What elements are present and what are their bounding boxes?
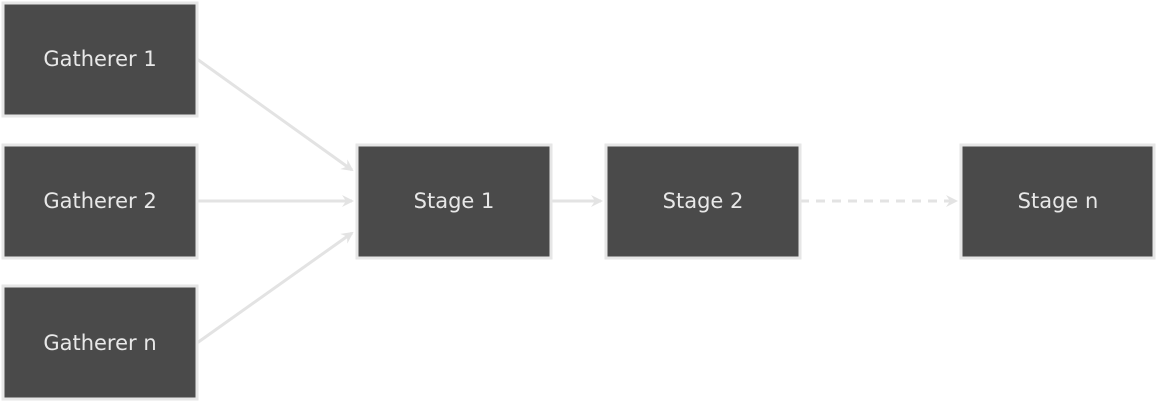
node-gatherer-2[interactable]: Gatherer 2 [1,143,199,260]
node-stage-1[interactable]: Stage 1 [355,143,553,260]
edge-gatherer-1-to-stage-1 [196,57,354,172]
edges-layer [196,57,958,345]
node-label-gatherer-2: Gatherer 2 [43,189,156,213]
node-stage-n[interactable]: Stage n [959,143,1156,260]
node-label-gatherer-1: Gatherer 1 [43,47,156,71]
node-label-gatherer-n: Gatherer n [43,331,156,355]
node-gatherer-1[interactable]: Gatherer 1 [1,1,199,118]
node-gatherer-n[interactable]: Gatherer n [1,284,199,401]
node-stage-2[interactable]: Stage 2 [604,143,802,260]
node-label-stage-2: Stage 2 [663,189,744,213]
node-label-stage-n: Stage n [1018,189,1099,213]
node-label-stage-1: Stage 1 [414,189,495,213]
edge-gatherer-n-to-stage-1 [196,231,354,345]
